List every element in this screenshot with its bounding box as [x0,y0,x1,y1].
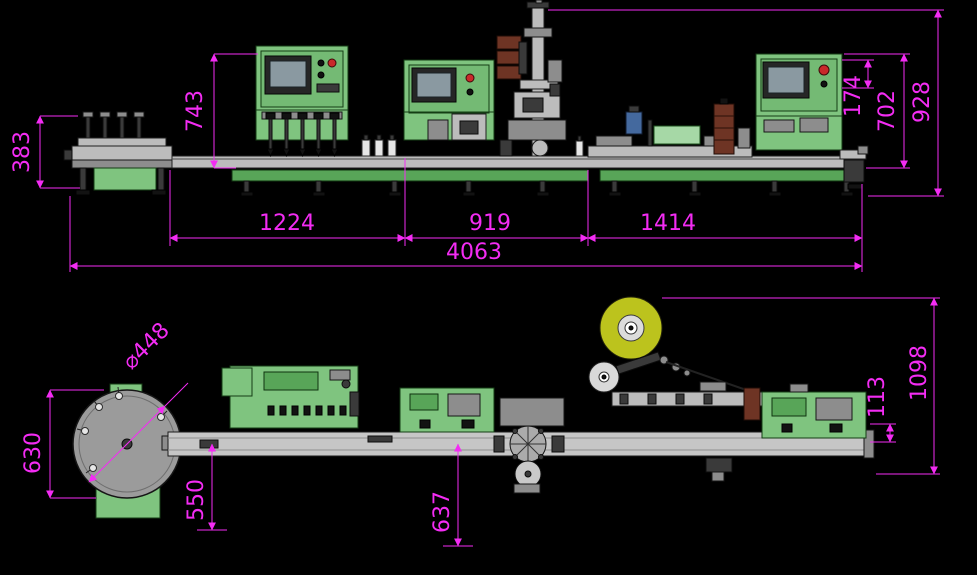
dim-637-label: 637 [430,491,455,533]
dim-702: 702 [844,53,910,169]
emergency-stop-button [818,64,830,76]
labeling-machine-plan [761,383,867,439]
dim-383-label: 383 [10,131,35,173]
label-roll-side [713,103,735,155]
dim-919-label: 919 [469,211,511,236]
dim-1224-label: 1224 [259,211,315,236]
dim-1098: 1098 [662,297,940,475]
dim-383: 383 [10,115,80,189]
dim-chain-extensions [69,158,863,272]
discharge-end-side [839,145,869,190]
filling-machine-side [255,45,349,158]
dim-928: 928 [548,9,944,197]
bottles-side [361,134,584,157]
dim-1414-label: 1414 [640,211,696,236]
dim-630: 630 [21,389,104,499]
dim-702-label: 702 [875,90,900,132]
labeler-plan [588,296,763,421]
dim-448-label: ⌀448 [118,318,175,375]
dim-4063: 4063 [69,240,863,270]
conveyor-side [171,155,863,197]
dim-630-label: 630 [21,432,46,474]
dim-637: 637 [430,443,473,547]
emergency-stop-button [327,58,337,68]
dim-550: 550 [184,443,227,531]
capping-machine-plan [399,387,565,494]
dim-919: 919 [404,211,589,242]
under-conveyor-unit-plan [705,457,733,482]
dim-743: 743 [183,53,258,169]
top-view: 383 743 174 702 928 1224 [10,0,944,272]
emergency-stop-button [465,73,475,83]
dim-113-label: 113 [865,376,890,418]
labeling-machine-side [755,53,843,151]
dim-743-label: 743 [183,90,208,132]
capping-heads [496,35,522,50]
capping-machine-side [403,0,567,157]
plan-view: ⌀448 630 550 637 113 1098 [21,296,940,547]
dim-174: 174 [841,59,874,117]
dim-1224: 1224 [169,211,406,242]
dim-174-label: 174 [841,75,866,117]
dim-928-label: 928 [910,81,935,123]
infeed-unit-side [63,111,173,196]
dim-4063-label: 4063 [446,240,502,265]
dim-550-label: 550 [184,479,209,521]
dim-1414: 1414 [587,211,863,242]
label-feed-section-side [587,97,753,158]
dim-113: 113 [865,376,896,443]
dim-1098-label: 1098 [907,345,932,401]
filling-machine-plan [221,365,360,429]
